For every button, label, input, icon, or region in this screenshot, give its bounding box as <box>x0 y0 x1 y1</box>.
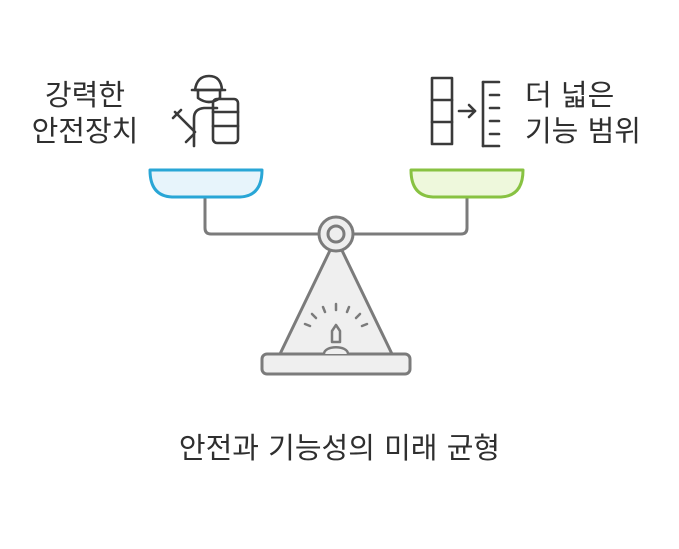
right-pan <box>409 168 525 199</box>
diagram-caption: 안전과 기능성의 미래 균형 <box>178 431 501 465</box>
list-expand-arrow-icon <box>430 76 501 148</box>
left-pan <box>148 168 264 199</box>
right-label-line-2: 기능 범위 <box>525 114 641 148</box>
gauge-needle <box>330 323 342 344</box>
right-pan-label: 더 넓은 기능 범위 <box>525 77 665 149</box>
left-label-line-1: 강력한 <box>44 78 126 112</box>
gauge-ticks <box>303 302 369 328</box>
gauge-needle-base <box>322 346 350 355</box>
security-guard-shield-icon <box>171 74 240 148</box>
left-label-line-2: 안전장치 <box>31 114 139 148</box>
scale-base <box>260 352 412 376</box>
left-pan-label: 강력한 안전장치 <box>20 77 150 149</box>
scale-pivot-inner <box>326 224 346 244</box>
right-label-line-1: 더 넓은 <box>525 78 615 112</box>
